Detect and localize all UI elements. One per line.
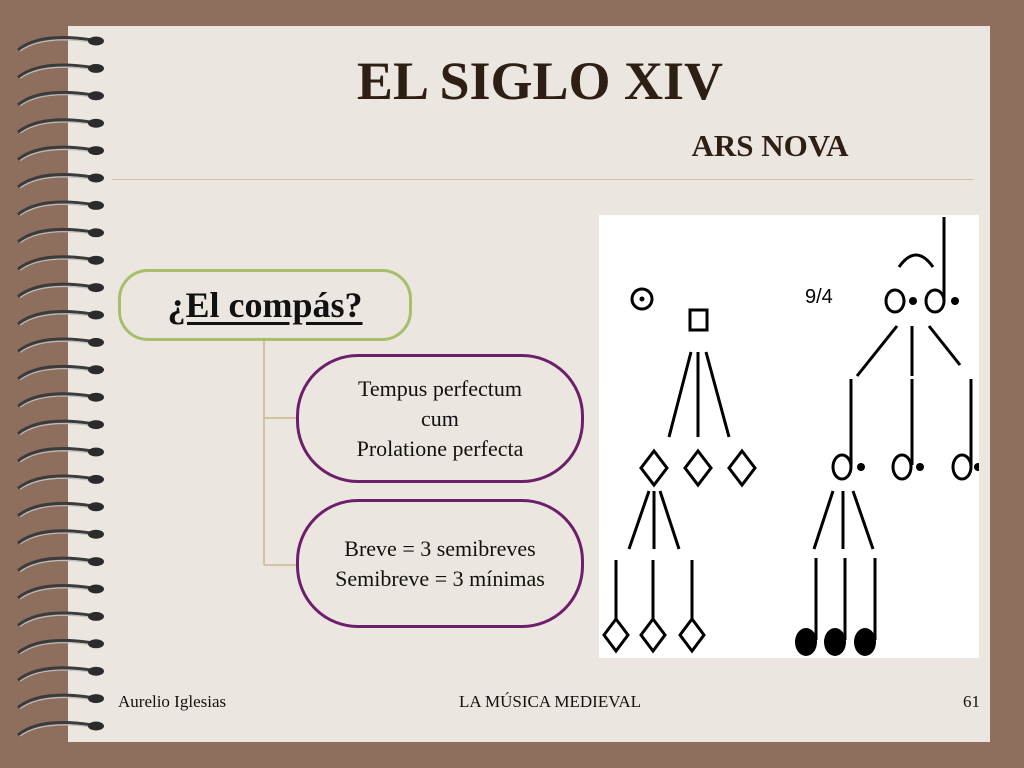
- tempus-line-2: cum: [421, 405, 459, 431]
- tempus-line-1: Tempus perfectum: [357, 375, 522, 401]
- spiral-ring-icon: [17, 282, 104, 299]
- dot-icons: [857, 463, 982, 471]
- spiral-ring-icon: [17, 337, 104, 353]
- tempus-line-3: Prolatione perfecta: [356, 435, 524, 461]
- spiral-ring-icon: [17, 419, 104, 436]
- footer-topic: LA MÚSICA MEDIEVAL: [459, 692, 641, 711]
- footer-author: Aurelio Iglesias: [118, 692, 227, 711]
- slide-title: EL SIGLO XIV: [356, 51, 724, 111]
- eighth-stems: [814, 558, 877, 640]
- equivalence-line-1: Breve = 3 semibreves: [344, 535, 536, 561]
- tempus-perfectum-sign-icon: [630, 287, 654, 311]
- time-signature: 9/4: [805, 286, 833, 308]
- semibreve-row-icons: [639, 448, 757, 488]
- fermata-icon: [897, 253, 935, 268]
- spiral-ring-icon: [17, 63, 104, 79]
- dotted-half-branches: [855, 325, 962, 377]
- spiral-ring-icon: [17, 721, 104, 737]
- spiral-ring-icon: [17, 556, 104, 573]
- spiral-ring-icon: [17, 364, 104, 381]
- tempus-box: Tempus perfectum cum Prolatione perfecta: [296, 354, 584, 483]
- dotted-quarter-row-icons: [831, 379, 973, 481]
- spiral-ring-icon: [17, 666, 104, 682]
- breve-note-icon: [688, 308, 709, 332]
- semibreve-branches: [627, 490, 681, 550]
- spiral-ring-icon: [17, 529, 104, 545]
- minima-stems: [614, 560, 694, 619]
- notation-diagram: 9/4: [602, 217, 982, 656]
- spiral-ring-icon: [17, 200, 104, 216]
- spiral-ring-icon: [17, 392, 104, 408]
- black-note-row-icons: [795, 628, 876, 656]
- notation-figure: 9/4: [599, 215, 982, 658]
- spiral-ring-icon: [17, 145, 104, 162]
- spiral-ring-icon: [17, 447, 104, 463]
- spiral-ring-icon: [17, 501, 104, 518]
- slide-subtitle: ARS NOVA: [691, 128, 849, 163]
- spiral-ring-icon: [17, 584, 104, 600]
- spiral-ring-icon: [17, 611, 104, 627]
- spiral-ring-icon: [17, 90, 104, 107]
- spiral-ring-icon: [17, 36, 104, 52]
- minima-row-icons: [602, 616, 706, 654]
- footer-page-number: 61: [963, 692, 980, 711]
- spiral-ring-icon: [17, 310, 104, 326]
- question-box: ¿El compás?: [118, 269, 412, 341]
- equivalence-box: Breve = 3 semibreves Semibreve = 3 mínim…: [296, 499, 584, 628]
- spiral-ring-icon: [17, 118, 104, 134]
- spiral-ring-icon: [17, 227, 104, 244]
- notebook-spiral-binding: [17, 36, 104, 737]
- spiral-ring-icon: [17, 474, 104, 490]
- spiral-ring-icon: [17, 173, 104, 189]
- quarter-branches: [812, 490, 875, 550]
- title-divider: [112, 179, 974, 180]
- spiral-ring-icon: [17, 255, 104, 271]
- breve-branches: [667, 351, 731, 438]
- question-text: ¿El compás?: [167, 285, 363, 325]
- equivalence-line-2: Semibreve = 3 mínimas: [335, 565, 545, 591]
- dotted-half-note-icon: [884, 217, 959, 314]
- spiral-ring-icon: [17, 693, 104, 710]
- spiral-ring-icon: [17, 638, 104, 655]
